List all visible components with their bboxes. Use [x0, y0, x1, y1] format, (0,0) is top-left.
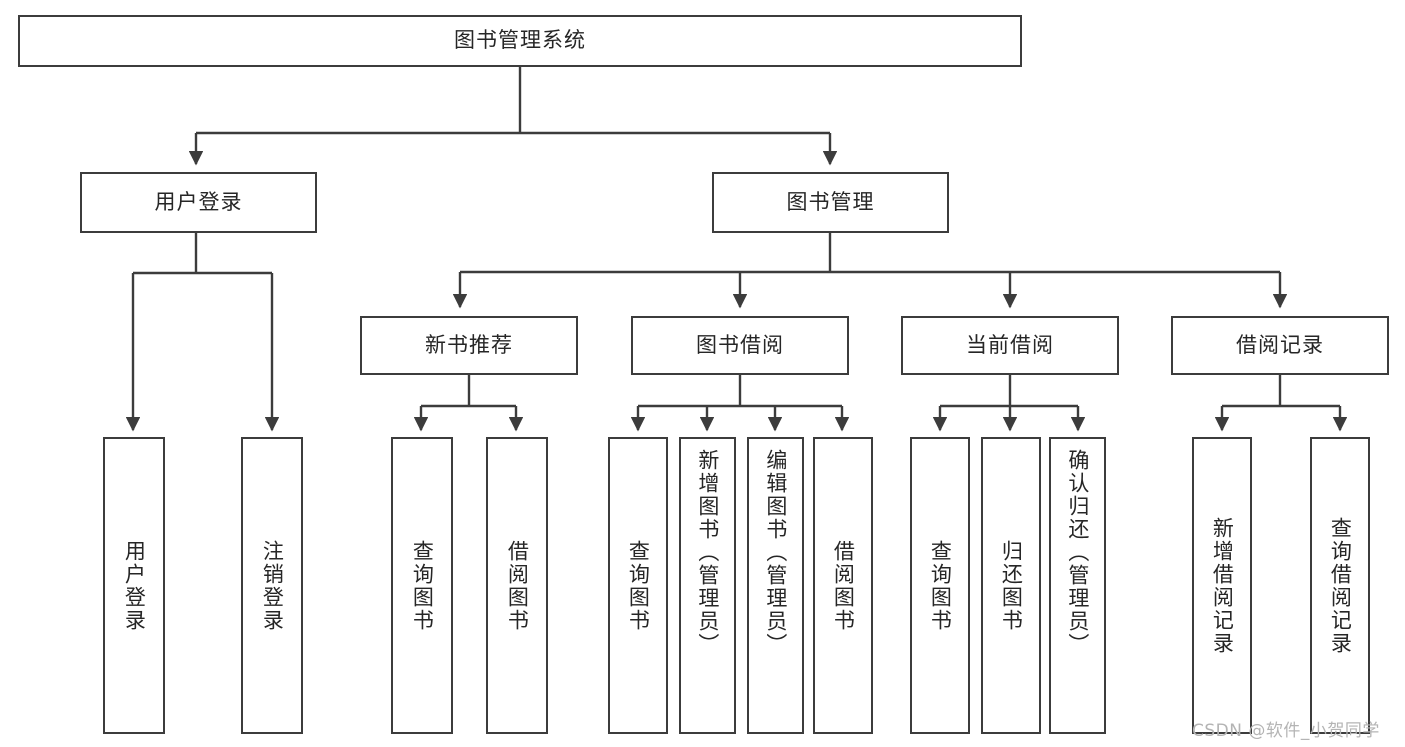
node-leaf-logout-login[interactable]: 注销登录 — [241, 437, 303, 734]
node-new-book-recommend[interactable]: 新书推荐 — [360, 316, 578, 375]
node-user-login[interactable]: 用户登录 — [80, 172, 317, 233]
node-leaf-confirm-return[interactable]: 确认归还（管理员） — [1049, 437, 1106, 734]
node-leaf-query-record-label: 查询借阅记录 — [1328, 516, 1353, 655]
node-user-login-label: 用户登录 — [154, 189, 243, 214]
node-leaf-query-book-3-label: 查询图书 — [928, 539, 953, 632]
node-leaf-query-book-1[interactable]: 查询图书 — [391, 437, 453, 734]
node-leaf-query-record[interactable]: 查询借阅记录 — [1310, 437, 1370, 734]
node-leaf-confirm-return-label: 确认归还（管理员） — [1065, 449, 1090, 656]
node-new-book-recommend-label: 新书推荐 — [425, 332, 513, 357]
node-leaf-query-book-1-label: 查询图书 — [410, 539, 435, 632]
csdn-watermark: CSDN @软件_小贺同学 — [1192, 721, 1380, 741]
node-book-manage[interactable]: 图书管理 — [712, 172, 949, 233]
node-leaf-borrow-book-2[interactable]: 借阅图书 — [813, 437, 873, 734]
node-leaf-add-book[interactable]: 新增图书（管理员） — [679, 437, 736, 734]
node-leaf-user-login-label: 用户登录 — [122, 539, 147, 632]
node-book-manage-label: 图书管理 — [786, 189, 875, 214]
node-leaf-return-book[interactable]: 归还图书 — [981, 437, 1041, 734]
node-leaf-borrow-book-2-label: 借阅图书 — [831, 539, 856, 632]
node-root-label: 图书管理系统 — [454, 28, 586, 53]
node-leaf-edit-book[interactable]: 编辑图书（管理员） — [747, 437, 804, 734]
node-borrow-record[interactable]: 借阅记录 — [1171, 316, 1389, 375]
node-leaf-add-record-label: 新增借阅记录 — [1210, 516, 1235, 655]
node-leaf-logout-login-label: 注销登录 — [260, 539, 285, 632]
node-current-borrow-label: 当前借阅 — [966, 332, 1054, 357]
node-current-borrow[interactable]: 当前借阅 — [901, 316, 1119, 375]
node-leaf-add-book-label: 新增图书（管理员） — [695, 449, 720, 656]
node-book-borrow[interactable]: 图书借阅 — [631, 316, 849, 375]
node-leaf-borrow-book-1[interactable]: 借阅图书 — [486, 437, 548, 734]
node-leaf-return-book-label: 归还图书 — [999, 539, 1024, 632]
node-leaf-borrow-book-1-label: 借阅图书 — [505, 539, 530, 632]
node-leaf-user-login[interactable]: 用户登录 — [103, 437, 165, 734]
node-leaf-edit-book-label: 编辑图书（管理员） — [763, 449, 788, 656]
node-leaf-query-book-2-label: 查询图书 — [626, 539, 651, 632]
node-book-borrow-label: 图书借阅 — [696, 332, 784, 357]
node-leaf-query-book-2[interactable]: 查询图书 — [608, 437, 668, 734]
node-root[interactable]: 图书管理系统 — [18, 15, 1022, 67]
node-borrow-record-label: 借阅记录 — [1236, 332, 1324, 357]
node-leaf-add-record[interactable]: 新增借阅记录 — [1192, 437, 1252, 734]
node-leaf-query-book-3[interactable]: 查询图书 — [910, 437, 970, 734]
